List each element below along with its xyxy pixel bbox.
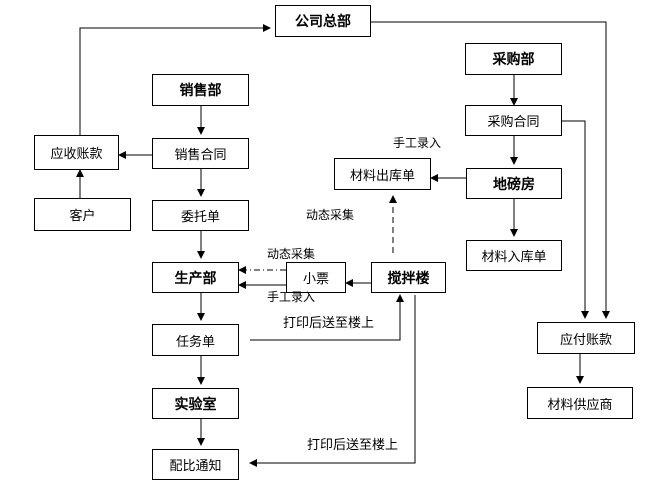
label-manual-top: 手工录入 <box>393 136 442 150</box>
label-dynamic-mid: 动态采集 <box>267 247 316 261</box>
label-dynamic-top: 动态采集 <box>306 208 355 222</box>
node-receivable: 应收账款 <box>34 135 119 170</box>
arrow-task-to-mixing <box>250 294 404 341</box>
node-weighbridge: 地磅房 <box>466 168 562 199</box>
node-purchase-contract: 采购合同 <box>465 105 562 136</box>
node-material-out: 材料出库单 <box>334 158 431 190</box>
arrow-receivable-to-hq <box>79 24 271 135</box>
node-sales: 销售部 <box>152 74 249 106</box>
node-supplier: 材料供应商 <box>527 387 633 419</box>
node-hq: 公司总部 <box>275 5 371 37</box>
arrow-mixing-to-notice <box>249 295 416 467</box>
node-task: 任务单 <box>152 324 239 356</box>
node-purchase: 采购部 <box>465 43 562 75</box>
label-print-1: 打印后送至楼上 <box>283 316 375 331</box>
node-payable: 应付账款 <box>537 322 635 354</box>
label-manual-mid: 手工录入 <box>267 290 316 304</box>
node-mix-notice: 配比通知 <box>152 449 239 480</box>
label-print-2: 打印后送至楼上 <box>307 438 399 453</box>
node-entrust: 委托单 <box>152 200 249 231</box>
node-sales-contract: 销售合同 <box>152 138 249 169</box>
arrow-hq-to-payable <box>371 21 610 319</box>
node-ticket: 小票 <box>286 262 346 293</box>
node-production: 生产部 <box>152 262 239 293</box>
node-mixing: 搅拌楼 <box>371 262 446 293</box>
node-customer: 客户 <box>34 198 131 231</box>
node-lab: 实验室 <box>152 388 239 419</box>
node-material-in: 材料入库单 <box>466 240 562 271</box>
arrow-contract-to-payable <box>562 120 589 319</box>
